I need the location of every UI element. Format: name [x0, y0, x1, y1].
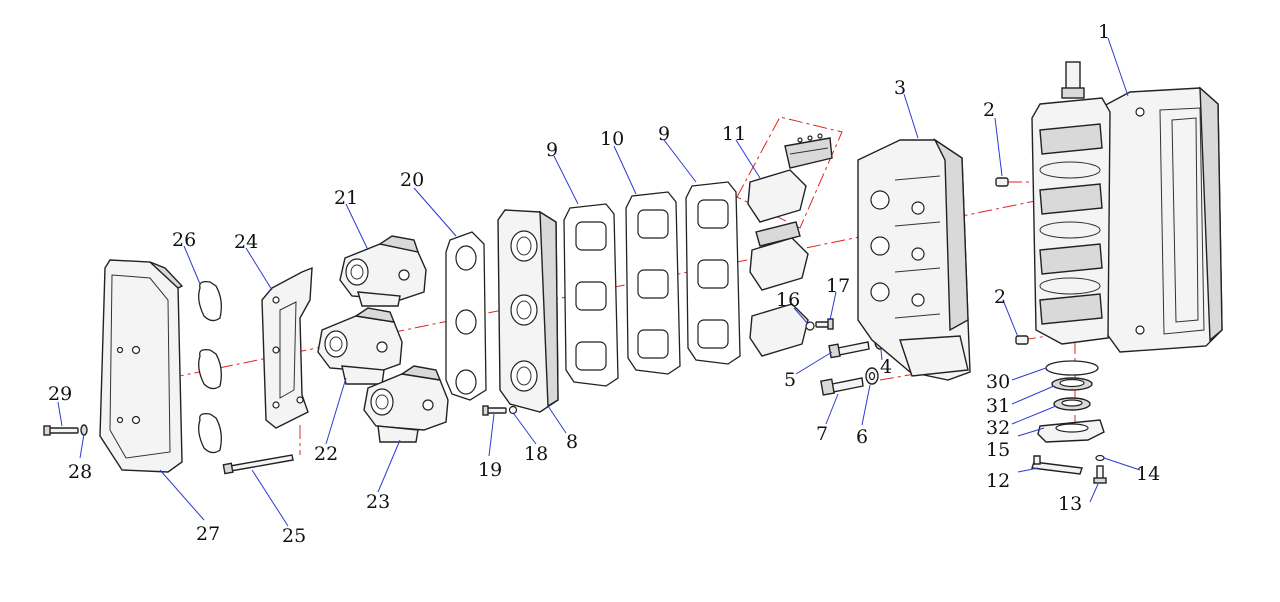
callout-10: 10 [600, 128, 624, 150]
part-24-bracket-plate [261, 266, 313, 429]
part-13-screw [1093, 465, 1107, 484]
callout-28: 28 [68, 461, 92, 483]
callout-27: 27 [196, 523, 220, 545]
part-5-bolt [828, 341, 870, 359]
callout-6: 6 [856, 426, 868, 448]
part-9-plate-left [563, 203, 619, 387]
part-11-reed-valves [747, 133, 833, 357]
part-27-silencer-cover [99, 259, 184, 473]
part-31-oil-seal [1051, 377, 1093, 391]
callout-30: 30 [986, 371, 1010, 393]
callout-25: 25 [282, 525, 306, 547]
part-2-dowel-pin-top [995, 177, 1009, 187]
callout-3: 3 [894, 77, 906, 99]
part-15-seal-housing [1037, 419, 1105, 443]
leader-lines [57, 37, 1141, 527]
callout-18: 18 [524, 443, 548, 465]
part-22-carburetor-middle [317, 307, 403, 385]
part-18-washer [508, 405, 518, 415]
callout-9-left: 9 [546, 139, 558, 161]
part-20-gasket [445, 231, 487, 401]
part-9-plate-right [685, 181, 741, 365]
callout-16: 16 [776, 289, 800, 311]
callout-5: 5 [784, 369, 796, 391]
callout-9-right: 9 [658, 123, 670, 145]
part-1-cylinder-block [1099, 86, 1223, 353]
callout-24: 24 [234, 231, 258, 253]
callout-21: 21 [334, 187, 358, 209]
callout-31: 31 [986, 395, 1010, 417]
callout-26: 26 [172, 229, 196, 251]
part-25-long-bolt [222, 454, 294, 475]
callout-15: 15 [986, 439, 1010, 461]
part-14-washer [1095, 454, 1105, 462]
part-21-carburetor-top [339, 235, 427, 307]
callout-8: 8 [566, 431, 578, 453]
callout-4: 4 [880, 356, 892, 378]
part-6-washer [865, 367, 879, 385]
part-32-oil-seal [1053, 397, 1091, 411]
callout-22: 22 [314, 443, 338, 465]
callout-29: 29 [48, 383, 72, 405]
part-10-plate [625, 191, 681, 375]
callout-32: 32 [986, 417, 1010, 439]
callout-11: 11 [722, 123, 746, 145]
callout-23: 23 [366, 491, 390, 513]
callout-7: 7 [816, 423, 828, 445]
callout-17: 17 [826, 275, 850, 297]
part-26-gaskets [198, 280, 222, 454]
callout-2-bottom: 2 [994, 286, 1006, 308]
part-28-washer [80, 424, 88, 436]
part-7-bolt [820, 377, 864, 396]
part-1-crankshaft [1031, 61, 1111, 345]
callout-19: 19 [478, 459, 502, 481]
callout-2-top: 2 [983, 99, 995, 121]
callout-labels: 1 2 2 3 4 5 6 7 8 9 9 10 11 12 13 14 15 … [48, 21, 1160, 547]
part-30-o-ring [1045, 360, 1099, 376]
part-12-retainer-plate [1031, 455, 1083, 475]
part-8-intake-manifold [497, 209, 559, 413]
part-3-crankcase [857, 137, 971, 381]
part-17-screw [815, 318, 834, 330]
part-2-dowel-pin-bottom [1015, 335, 1029, 345]
callout-12: 12 [986, 470, 1010, 492]
part-19-screw [482, 405, 507, 416]
callout-1: 1 [1098, 21, 1110, 43]
callout-14: 14 [1136, 463, 1160, 485]
part-23-carburetor-bottom [363, 365, 449, 443]
part-29-screw [43, 425, 79, 436]
callout-20: 20 [400, 169, 424, 191]
callout-13: 13 [1058, 493, 1082, 515]
